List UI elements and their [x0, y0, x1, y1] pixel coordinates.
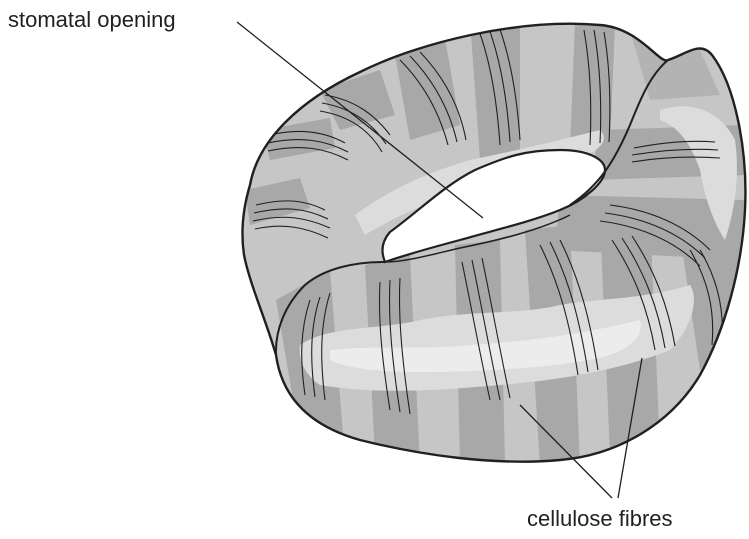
cellulose-fibres-label: cellulose fibres [527, 508, 673, 530]
stomatal-opening-label: stomatal opening [8, 9, 176, 31]
